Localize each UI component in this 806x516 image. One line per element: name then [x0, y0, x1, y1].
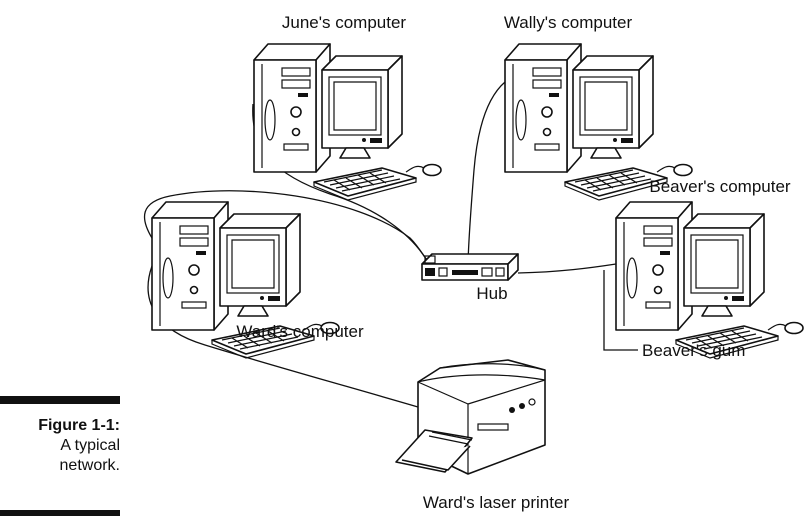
caption-bottom-rule [0, 510, 120, 516]
cable-wally-hub [467, 81, 506, 269]
ward-computer-label: Ward's computer [236, 322, 364, 341]
beaver-gum-label: Beaver's gum [642, 341, 745, 360]
june-computer-label: June's computer [282, 13, 407, 32]
wally-computer-label: Wally's computer [504, 13, 633, 32]
caption-top-rule [0, 396, 120, 404]
beaver-gum-leader-line [603, 270, 638, 351]
hub-label: Hub [476, 284, 507, 303]
cable-beaver-hub [517, 263, 617, 274]
cable-ward-printer [147, 265, 419, 408]
june-computer-icon [253, 43, 442, 201]
figure-caption: Figure 1-1: A typical network. [0, 396, 120, 516]
figure-number: Figure 1-1: [38, 417, 120, 434]
beaver-computer-icon [615, 201, 804, 359]
cable-ward-hub [144, 190, 429, 263]
caption-line-1: A typical [60, 437, 120, 454]
network-hub-icon [421, 253, 519, 281]
caption-line-2: network. [60, 457, 120, 474]
printer-label: Ward's laser printer [423, 493, 570, 512]
network-cables [144, 81, 638, 408]
beaver-computer-label: Beaver's computer [649, 177, 791, 196]
inkjet-printer-icon [395, 359, 546, 475]
